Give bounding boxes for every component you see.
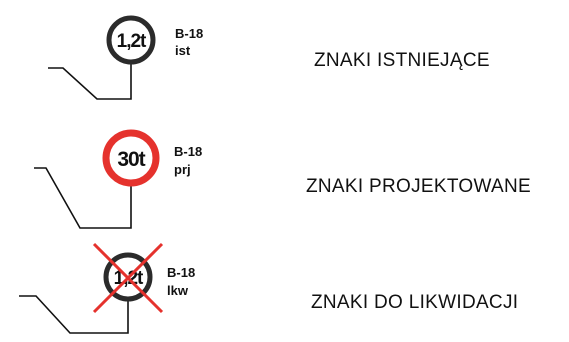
sign-code-label: B-18 — [174, 144, 202, 159]
sign-ring — [102, 129, 160, 187]
sign-weight-label: 30t — [117, 148, 145, 171]
legend-description: ZNAKI PROJEKTOWANE — [306, 176, 531, 197]
sign-leader-line — [34, 167, 132, 229]
sign-leader-line — [19, 295, 129, 334]
legend-description: ZNAKI DO LIKWIDACJI — [311, 292, 518, 313]
removal-cross-icon — [92, 242, 164, 314]
sign-ring — [106, 15, 156, 65]
legend-row-existing: 1,2t B-18 ist ZNAKI ISTNIEJĄCE — [48, 15, 490, 100]
sign-status-label: lkw — [167, 283, 189, 298]
sign-code-label: B-18 — [175, 26, 203, 41]
legend-description: ZNAKI ISTNIEJĄCE — [314, 50, 490, 71]
sign-status-label: prj — [174, 162, 191, 177]
sign-weight-label: 1,2t — [117, 31, 147, 52]
sign-leader-line — [48, 62, 132, 100]
legend-row-removal: 1,2t B-18 lkw ZNAKI DO LIKWIDACJI — [19, 242, 518, 334]
sign-status-label: ist — [175, 43, 191, 58]
legend-row-projected: 30t B-18 prj ZNAKI PROJEKTOWANE — [34, 129, 531, 229]
sign-code-label: B-18 — [167, 265, 195, 280]
